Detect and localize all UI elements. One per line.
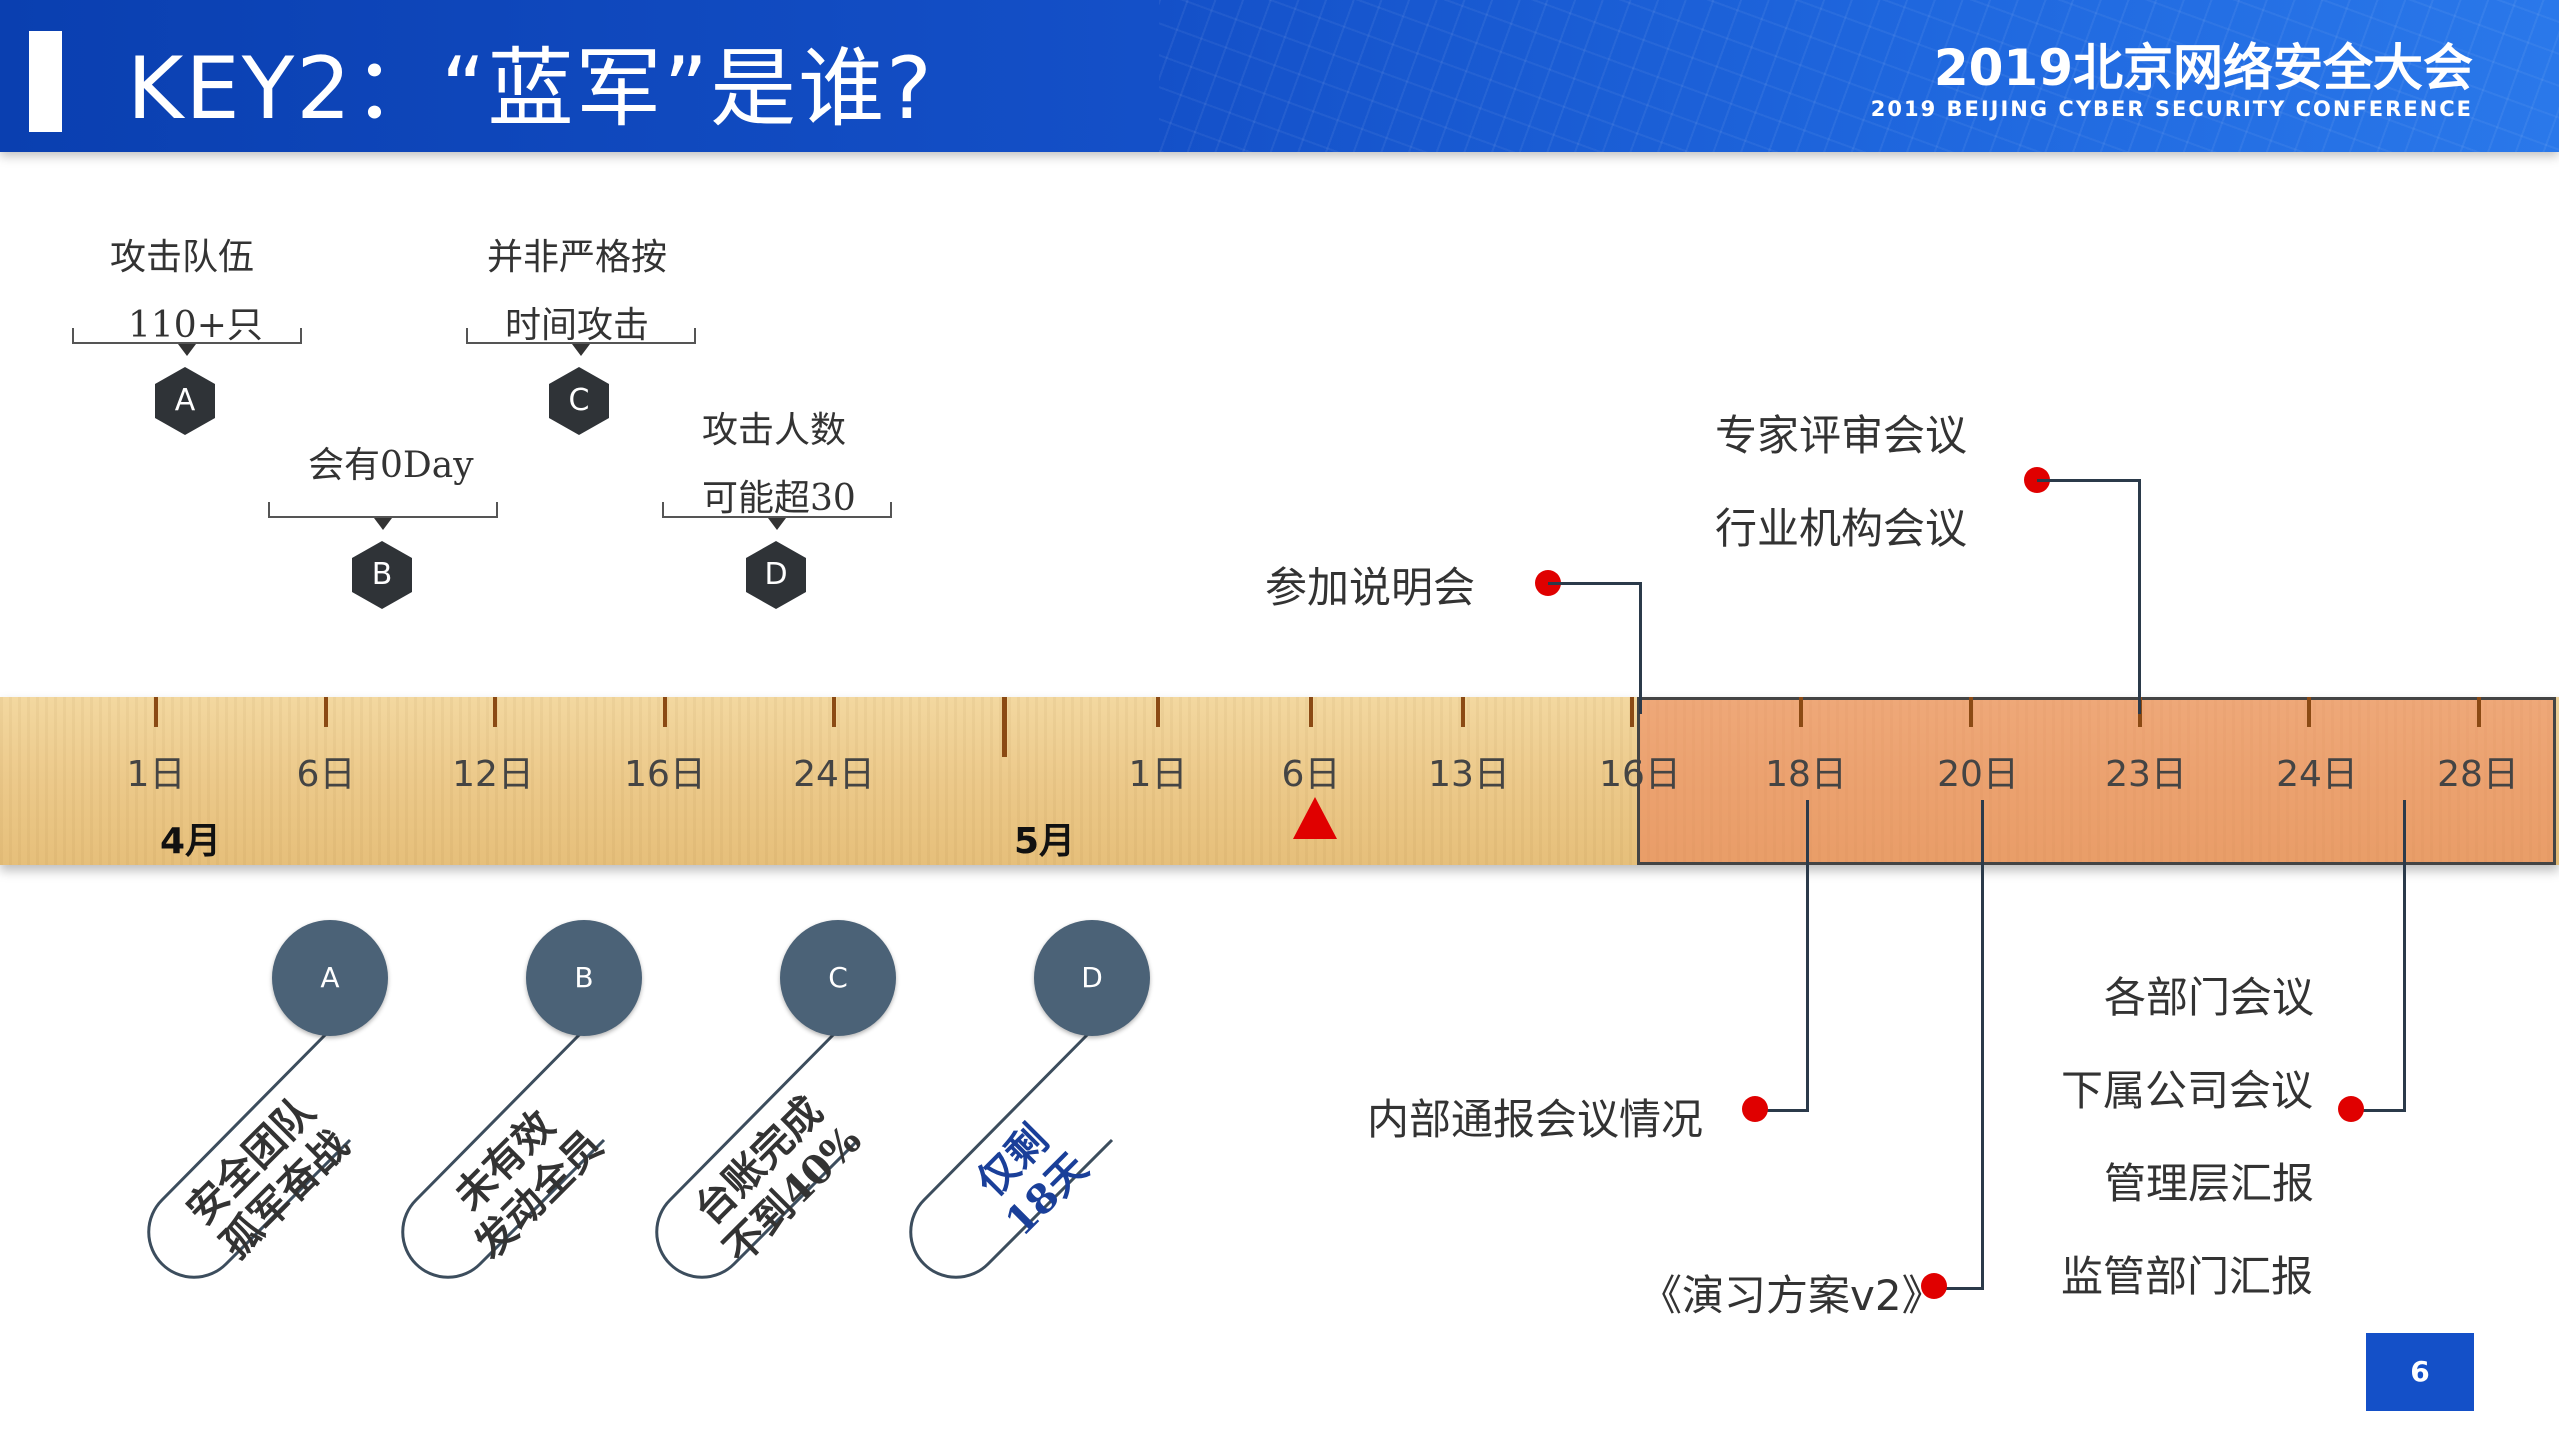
day-label: 12日 <box>452 754 534 795</box>
hexagon-badge-a: A <box>155 367 215 435</box>
callout-dept-meeting: 各部门会议 <box>2104 973 2315 1022</box>
callout-dot-meetings <box>2338 1096 2364 1122</box>
conference-name-en: 2019 BEIJING CYBER SECURITY CONFERENCE <box>1870 97 2473 121</box>
tick-apr-24 <box>832 697 836 727</box>
month-label-may: 5月 <box>1014 821 1076 862</box>
day-label: 13日 <box>1428 754 1510 795</box>
connector-line <box>1981 800 1984 1290</box>
connector-line <box>2037 479 2141 482</box>
label-c-brace <box>466 328 696 356</box>
day-label: 16日 <box>1599 754 1681 795</box>
hexagon-badge-d: D <box>746 541 806 609</box>
day-label: 1日 <box>126 754 186 795</box>
connector-line <box>1806 800 1809 1112</box>
header-banner <box>0 0 2559 152</box>
pin-letter-a: A <box>320 961 340 994</box>
pin-card-b: B 未有效 发动全员 <box>354 920 684 1280</box>
paperclip-outline-icon <box>147 1028 352 1279</box>
slide-title: KEY2：“蓝军”是谁? <box>127 39 934 139</box>
callout-regulator-report: 监管部门汇报 <box>2061 1252 2314 1301</box>
connector-line <box>1639 582 1642 714</box>
timeline-highlight-range <box>1637 697 2556 865</box>
tick-apr-6 <box>324 697 328 727</box>
day-label: 1日 <box>1128 754 1188 795</box>
day-label: 18日 <box>1765 754 1847 795</box>
tick-may-18 <box>1799 697 1803 727</box>
label-b-brace <box>268 502 498 530</box>
tick-may-16 <box>1630 697 1634 727</box>
pin-head-b <box>526 920 642 1036</box>
callout-sub-company-meeting: 下属公司会议 <box>2061 1066 2314 1115</box>
pin-head-a <box>272 920 388 1036</box>
title-accent-bar <box>29 31 62 132</box>
label-c-line2: 时间攻击 <box>505 305 650 346</box>
callout-dot-plan <box>1921 1273 1947 1299</box>
connector-line <box>1548 582 1642 585</box>
tick-apr-1 <box>154 697 158 727</box>
label-d-line2: 可能超30 <box>702 478 856 519</box>
tick-may-28 <box>2477 697 2481 727</box>
callout-internal-report: 内部通报会议情况 <box>1367 1095 1704 1144</box>
paperclip-outline-icon <box>655 1028 860 1279</box>
connector-line <box>2403 800 2406 1112</box>
header-mesh-decoration <box>1159 0 2559 152</box>
connector-line <box>1766 1109 1809 1112</box>
label-b-line1: 会有0Day <box>308 445 474 486</box>
connector-line <box>1946 1287 1984 1290</box>
day-label: 24日 <box>2276 754 2358 795</box>
pin-letter-d: D <box>1081 961 1103 994</box>
hexagon-badge-b: B <box>352 541 412 609</box>
paperclip-outline-icon <box>909 1028 1114 1279</box>
day-label: 6日 <box>296 754 356 795</box>
callout-management-report: 管理层汇报 <box>2104 1159 2315 1208</box>
pin-head-c <box>780 920 896 1036</box>
label-a-line2: 110+只 <box>128 305 263 346</box>
pin-head-d <box>1034 920 1150 1036</box>
pin-letter-b: B <box>574 961 594 994</box>
connector-line <box>2138 479 2141 714</box>
tick-may-13 <box>1461 697 1465 727</box>
label-d-line1: 攻击人数 <box>702 410 847 451</box>
day-label: 6日 <box>1281 754 1341 795</box>
pin-card-c: C 台账完成 不到40% <box>608 920 938 1280</box>
tick-may-1 <box>1156 697 1160 727</box>
tick-may-20 <box>1969 697 1973 727</box>
today-triangle-marker <box>1293 797 1337 839</box>
tick-apr-12 <box>493 697 497 727</box>
day-label: 20日 <box>1937 754 2019 795</box>
label-d-brace <box>662 502 892 530</box>
callout-plan-doc: 《演习方案v2》 <box>1640 1271 1944 1320</box>
tick-may-6 <box>1309 697 1313 727</box>
callout-briefing: 参加说明会 <box>1265 563 1476 612</box>
day-label: 16日 <box>624 754 706 795</box>
label-a-line1: 攻击队伍 <box>110 237 255 278</box>
tick-may-24 <box>2307 697 2311 727</box>
callout-industry-meeting: 行业机构会议 <box>1715 504 1968 553</box>
conference-name-cn: 2019北京网络安全大会 <box>1933 39 2473 97</box>
hexagon-badge-c: C <box>549 367 609 435</box>
pin-card-d: D 仅剩 18天 <box>862 920 1192 1280</box>
day-label: 24日 <box>793 754 875 795</box>
tick-month-divider <box>1002 697 1007 757</box>
pin-letter-c: C <box>828 961 848 994</box>
pin-card-a: A 安全团队 孤军奋战 <box>100 920 430 1280</box>
label-a-brace <box>72 328 302 356</box>
callout-expert-review: 专家评审会议 <box>1715 411 1968 460</box>
month-label-april: 4月 <box>160 821 222 862</box>
page-number: 6 <box>2366 1333 2474 1411</box>
connector-line <box>2362 1109 2406 1112</box>
label-c-line1: 并非严格按 <box>487 237 668 278</box>
paperclip-outline-icon <box>401 1028 606 1279</box>
day-label: 28日 <box>2437 754 2519 795</box>
tick-apr-16 <box>663 697 667 727</box>
day-label: 23日 <box>2105 754 2187 795</box>
callout-dot-internal <box>1742 1096 1768 1122</box>
